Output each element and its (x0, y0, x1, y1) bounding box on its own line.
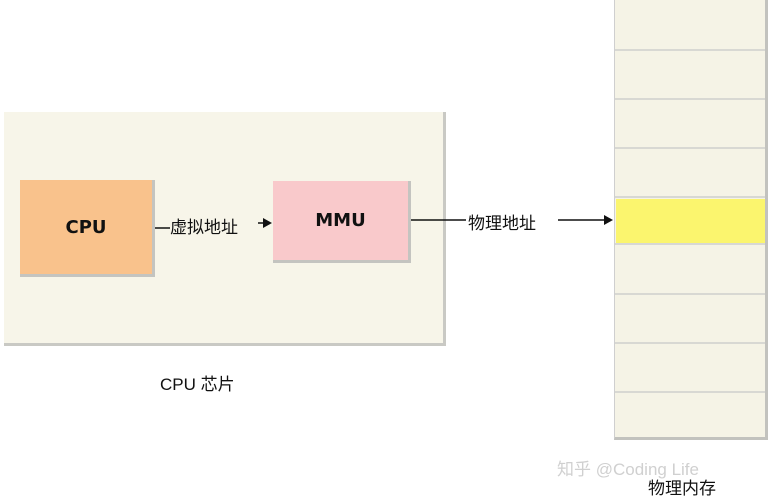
memory-highlighted-row (616, 199, 765, 243)
mmu-box: MMU (273, 181, 411, 263)
memory-row-divider (615, 49, 765, 51)
memory-row-divider (615, 293, 765, 295)
mmu-label: MMU (315, 210, 366, 231)
memory-row-divider (615, 196, 765, 198)
memory-row-divider (615, 98, 765, 100)
physical-address-label: 物理地址 (468, 214, 536, 234)
memory-row-divider (615, 243, 765, 245)
memory-row-divider (615, 391, 765, 393)
memory-row-divider (615, 342, 765, 344)
cpu-label: CPU (65, 216, 107, 238)
chip-caption: CPU 芯片 (160, 375, 235, 394)
memory-caption: 物理内存 (648, 479, 716, 499)
physical-memory-block (614, 0, 768, 440)
memory-row-divider (615, 147, 765, 149)
cpu-mmu-arrowhead (263, 218, 272, 228)
mmu-memory-arrowhead (604, 215, 613, 225)
virtual-address-label: 虚拟地址 (170, 218, 238, 238)
cpu-box: CPU (20, 180, 155, 277)
watermark: 知乎 @Coding Life (557, 460, 699, 479)
